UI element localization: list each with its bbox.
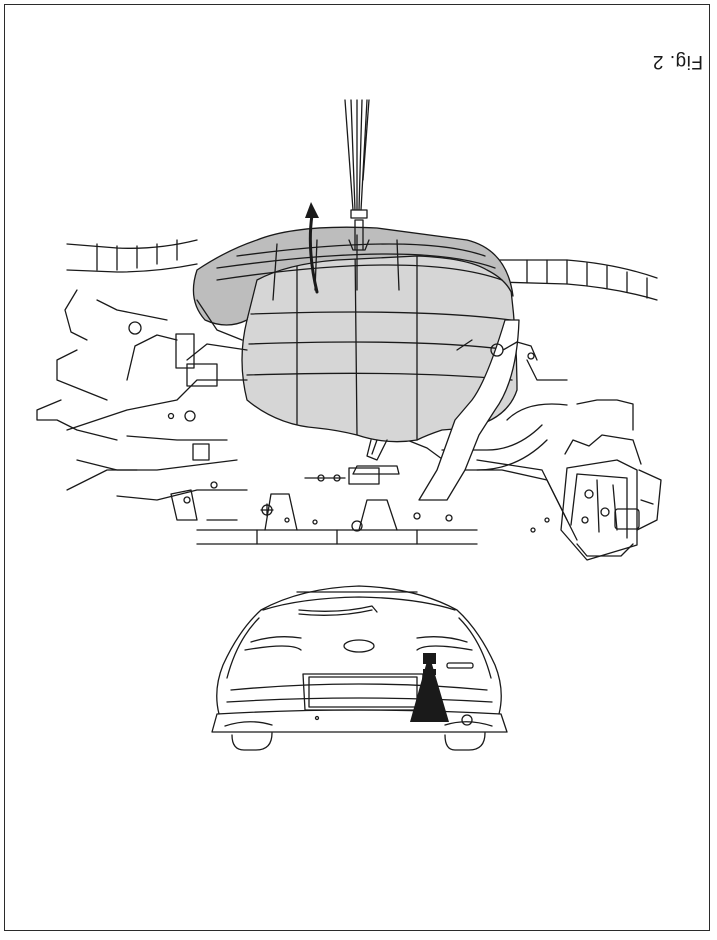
lift-arrow-icon (308, 213, 319, 294)
model-emblem (446, 662, 474, 669)
rear-body (216, 585, 502, 715)
lifting-rod (360, 99, 368, 211)
retaining-strap (418, 319, 520, 501)
air-hose (496, 259, 658, 279)
down-arrow-icon (410, 653, 449, 722)
figure-frame (4, 4, 710, 931)
tyre-right (231, 732, 273, 751)
plate-recess (308, 676, 418, 708)
tail-light-right (250, 636, 302, 643)
car-rear-inset (211, 585, 508, 751)
tyre-left (444, 732, 486, 751)
engine-bay-drawing (36, 99, 662, 561)
kia-badge (343, 639, 375, 653)
tail-light-left (416, 636, 468, 643)
